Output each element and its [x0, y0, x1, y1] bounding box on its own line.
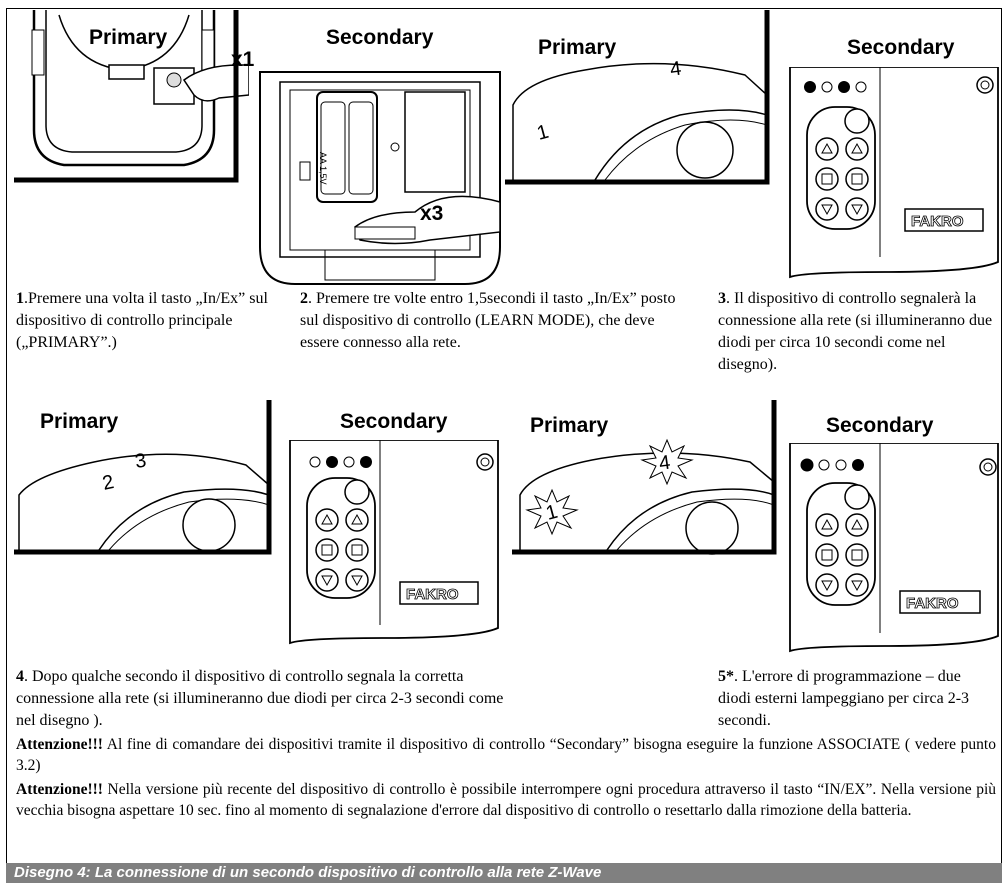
remote-number-3: 3	[134, 450, 148, 473]
battery-label: AA 1,5V	[318, 152, 328, 185]
figure-caption: Disegno 4: La connessione di un secondo …	[6, 863, 1002, 883]
x3-label: x3	[420, 202, 444, 225]
note-2: Attenzione!!! Nella versione più recente…	[16, 781, 996, 819]
step-5-text: 5*. L'errore di programmazione – due dio…	[718, 668, 970, 729]
illustration-step4-secondary: FAKRO	[289, 440, 499, 645]
remote-number-4-flash: 4	[658, 452, 672, 475]
remote-number-1-flash: 1	[544, 501, 560, 525]
primary-label-2: Primary	[538, 36, 617, 59]
x1-label: x1	[231, 48, 255, 71]
secondary-label-1: Secondary	[326, 26, 434, 49]
remote-number-2: 2	[100, 471, 115, 495]
illustration-step2: AA 1,5V	[259, 71, 501, 285]
remote-number-top: 4	[669, 58, 683, 81]
illustration-step3-primary: 4 1	[505, 10, 770, 185]
step-2-text: 2. Premere tre volte entro 1,5secondi il…	[300, 290, 676, 351]
secondary-label-4: Secondary	[826, 414, 934, 437]
primary-label-1: Primary	[89, 26, 168, 49]
illustration-step4-primary: 2 3	[14, 400, 272, 555]
step-3-text: 3. Il dispositivo di controllo segnalerà…	[718, 290, 993, 373]
primary-label-4: Primary	[530, 414, 609, 437]
illustration-step3-secondary: FAKRO	[789, 67, 999, 279]
fakro-logo-3: FAKRO	[906, 595, 959, 612]
primary-label-3: Primary	[40, 410, 119, 433]
illustration-step5-primary: 4 1	[512, 400, 777, 555]
step-1-text: 1.Premere una volta il tasto „In/Ex” sul…	[16, 290, 268, 351]
secondary-label-3: Secondary	[340, 410, 448, 433]
fakro-logo: FAKRO	[911, 213, 964, 230]
fakro-logo-2: FAKRO	[406, 586, 459, 603]
step-4-text: 4. Dopo qualche secondo il dispositivo d…	[16, 668, 504, 729]
illustration-step1	[14, 10, 249, 183]
secondary-label-2: Secondary	[847, 36, 955, 59]
illustration-step5-secondary: FAKRO	[789, 443, 999, 653]
note-1: Attenzione!!! Al fine di comandare dei d…	[16, 736, 996, 774]
remote-number-bottom: 1	[535, 121, 551, 145]
